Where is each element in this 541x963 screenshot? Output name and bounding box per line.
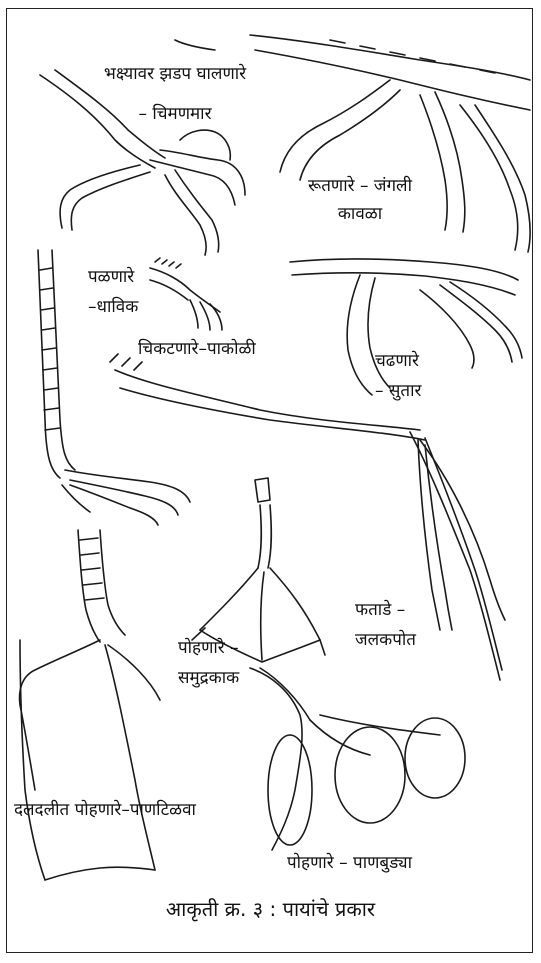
- label-running-line1: पळणारे: [88, 265, 138, 289]
- webbed-foot-drawing: [192, 478, 325, 662]
- label-perching-line2: कावळा: [290, 202, 430, 226]
- wading-foot-drawing: [20, 530, 160, 880]
- label-perching: रूतणारे – जंगली कावळा: [290, 174, 430, 226]
- label-grasping-line1: भक्ष्यावर झडप घालणारे: [80, 62, 270, 86]
- label-lobed-line2: जलकपोत: [355, 628, 416, 652]
- label-perching-line1: रूतणारे – जंगली: [290, 174, 430, 198]
- label-grasping: भक्ष्यावर झडप घालणारे – चिमणमार: [80, 62, 270, 126]
- label-lobed-line1: फताडे –: [355, 598, 416, 622]
- label-grasping-line2: – चिमणमार: [80, 102, 270, 126]
- label-lobed: फताडे – जलकपोत: [355, 598, 416, 652]
- label-webbed: पोहणारे – समुद्रकाक: [178, 636, 239, 690]
- figure-caption: आकृती क्र. ३ : पायांचे प्रकार: [0, 895, 541, 922]
- label-climbing: चढणारे – सुतार: [375, 349, 421, 403]
- label-webbed-line1: पोहणारे –: [178, 636, 239, 660]
- label-climbing-line1: चढणारे: [375, 349, 421, 373]
- label-diving: पोहणारे – पाणबुड्या: [287, 851, 412, 875]
- label-running: पळणारे –धाविक: [88, 265, 138, 319]
- label-running-line2: –धाविक: [88, 295, 138, 319]
- diving-foot-drawing: [250, 668, 465, 850]
- label-clinging: चिकटणारे–पाकोळी: [138, 337, 256, 361]
- clinging-foot-drawing: [150, 258, 222, 330]
- label-climbing-line2: – सुतार: [375, 379, 421, 403]
- label-webbed-line2: समुद्रकाक: [178, 666, 239, 690]
- lobed-foot-drawing: [110, 354, 505, 680]
- label-wading: दलदलीत पोहणारे–पाणटिळवा: [14, 798, 196, 822]
